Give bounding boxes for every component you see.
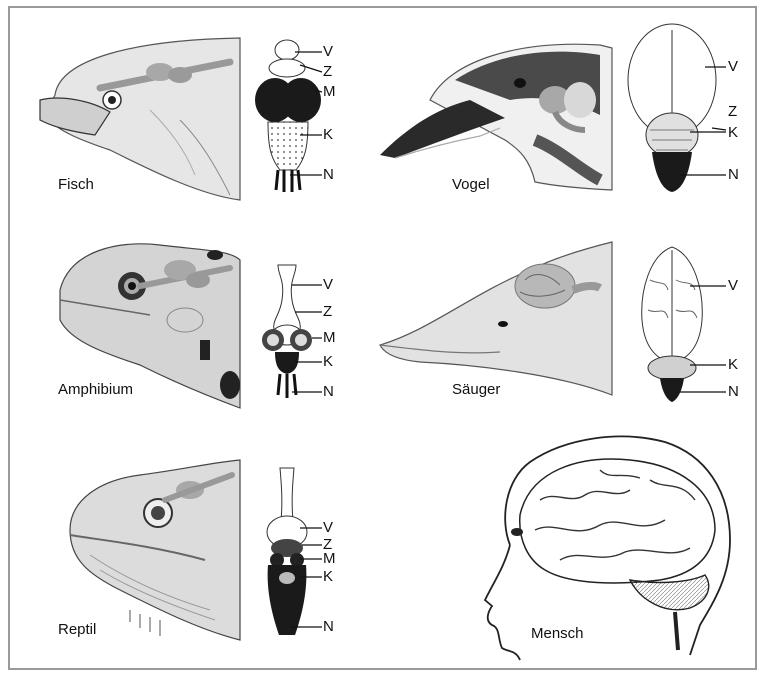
dolphin-head-illustration: [380, 242, 612, 395]
bird-label-v: V: [728, 58, 738, 75]
amphibian-label-v: V: [323, 276, 333, 293]
bird-label-n: N: [728, 166, 739, 183]
fish-label-k: K: [323, 126, 333, 143]
amphibian-label-n: N: [323, 383, 334, 400]
caption-mammal: Säuger: [452, 381, 500, 398]
reptile-label-k: K: [323, 568, 333, 585]
fish-label-m: M: [323, 83, 336, 100]
reptile-label-m: M: [323, 550, 336, 567]
caption-reptile: Reptil: [58, 621, 96, 638]
mammal-label-n: N: [728, 383, 739, 400]
reptile-brain-diagram: [267, 468, 307, 635]
caption-human: Mensch: [531, 625, 584, 642]
mammal-label-v: V: [728, 277, 738, 294]
amphibian-label-m: M: [323, 329, 336, 346]
caption-fish: Fisch: [58, 176, 94, 193]
mammal-label-k: K: [728, 356, 738, 373]
amphibian-label-k: K: [323, 353, 333, 370]
bird-label-k: K: [728, 124, 738, 141]
bird-head-illustration: [380, 44, 612, 190]
fish-label-n: N: [323, 166, 334, 183]
reptile-label-v: V: [323, 519, 333, 536]
bird-label-z: Z: [728, 103, 737, 120]
bird-brain-diagram: [628, 24, 716, 192]
fish-brain-diagram: [255, 40, 321, 192]
caption-amphibian: Amphibium: [58, 381, 133, 398]
fish-label-z: Z: [323, 63, 332, 80]
mammal-brain-diagram: [642, 247, 703, 402]
human-head-illustration: [485, 436, 730, 660]
reptile-label-n: N: [323, 618, 334, 635]
amphibian-label-z: Z: [323, 303, 332, 320]
caption-bird: Vogel: [452, 176, 490, 193]
fish-label-v: V: [323, 43, 333, 60]
reptile-head-illustration: [70, 460, 240, 640]
